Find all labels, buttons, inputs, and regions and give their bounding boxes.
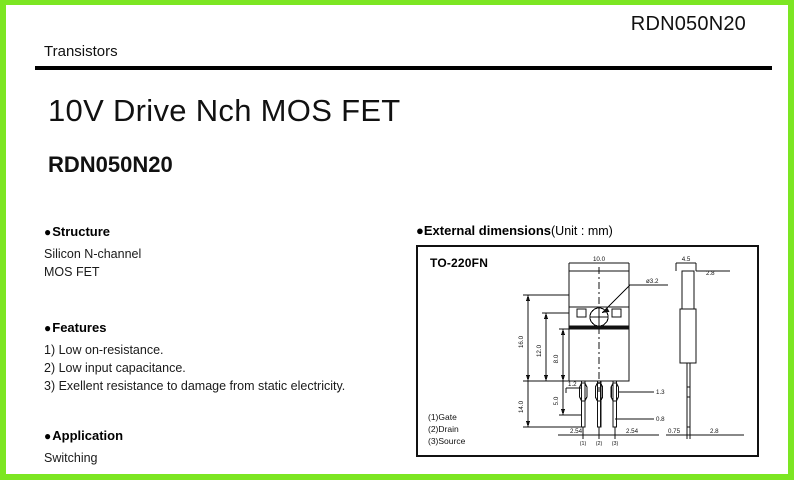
bullet-icon: ● bbox=[44, 429, 52, 443]
page-title: 10V Drive Nch MOS FET bbox=[48, 93, 401, 128]
dim-side-width: 4.5 bbox=[682, 256, 691, 263]
application-line: Switching bbox=[44, 451, 98, 465]
package-drawing: 10.0 ø3.2 16.0 12.0 8.0 5.0 14.0 1.2 1.3… bbox=[518, 256, 744, 447]
external-dimensions-label: External dimensions bbox=[423, 223, 552, 238]
features-heading-label: Features bbox=[52, 320, 107, 335]
dim-height-upper: 8.0 bbox=[553, 354, 560, 363]
dim-hole-diameter: ø3.2 bbox=[646, 278, 659, 285]
right-column: ●External dimensions(Unit : mm) TO-220FN bbox=[416, 223, 762, 457]
dim-lead-spacing-left: 2.54 bbox=[570, 428, 583, 435]
pin-number-3: (3) bbox=[612, 441, 619, 447]
pin-number-2: (2) bbox=[596, 441, 603, 447]
external-dimensions-unit: (Unit : mm) bbox=[551, 224, 613, 238]
bullet-icon: ● bbox=[416, 223, 424, 238]
page-part-number: RDN050N20 bbox=[48, 152, 173, 177]
dim-lead-thickness-upper: 1.3 bbox=[656, 389, 665, 396]
bullet-icon: ● bbox=[44, 225, 52, 239]
dim-side-depth: 2.8 bbox=[706, 270, 715, 277]
package-name: TO-220FN bbox=[430, 256, 489, 270]
dim-height-overall: 16.0 bbox=[518, 335, 525, 348]
pin-legend: (1)Gate (2)Drain (3)Source bbox=[428, 411, 465, 447]
dim-height-body: 12.0 bbox=[536, 344, 543, 357]
dim-height-step: 5.0 bbox=[553, 396, 560, 405]
feature-item: 2) Low input capacitance. bbox=[44, 361, 186, 375]
header-rule bbox=[35, 66, 772, 70]
application-heading: ●Application bbox=[44, 427, 394, 445]
spacer bbox=[44, 395, 394, 427]
pin-number-1: (1) bbox=[580, 441, 587, 447]
structure-line: MOS FET bbox=[44, 265, 100, 279]
features-heading: ●Features bbox=[44, 319, 394, 337]
dim-side-lead-depth: 2.8 bbox=[710, 428, 719, 435]
dim-lead-spacing-right: 2.54 bbox=[626, 428, 639, 435]
structure-heading: ●Structure bbox=[44, 223, 394, 241]
dim-side-lead-offset: 0.75 bbox=[668, 428, 681, 435]
external-dimensions-box: TO-220FN bbox=[416, 245, 759, 457]
application-heading-label: Application bbox=[52, 428, 124, 443]
feature-item: 1) Low on-resistance. bbox=[44, 343, 164, 357]
feature-item: 3) Exellent resistance to damage from st… bbox=[44, 379, 346, 393]
page-sheet: RDN050N20 Transistors 10V Drive Nch MOS … bbox=[6, 5, 788, 474]
dim-lead-thickness-lower: 0.8 bbox=[656, 416, 665, 423]
header-part-number: RDN050N20 bbox=[630, 13, 746, 35]
dim-lead-width: 1.2 bbox=[568, 381, 577, 388]
bullet-icon: ● bbox=[44, 321, 52, 335]
structure-heading-label: Structure bbox=[52, 224, 111, 239]
pin-legend-item: (3)Source bbox=[428, 436, 466, 446]
pin-legend-item: (2)Drain bbox=[428, 424, 459, 434]
dim-lead-length: 14.0 bbox=[518, 400, 525, 413]
dim-body-width: 10.0 bbox=[593, 256, 606, 263]
left-column: ●Structure Silicon N-channel MOS FET ●Fe… bbox=[44, 223, 394, 467]
header-category: Transistors bbox=[44, 43, 118, 60]
spacer bbox=[44, 281, 394, 319]
structure-line: Silicon N-channel bbox=[44, 247, 142, 261]
external-dimensions-heading: ●External dimensions(Unit : mm) bbox=[416, 223, 762, 239]
pin-legend-item: (1)Gate bbox=[428, 412, 457, 422]
